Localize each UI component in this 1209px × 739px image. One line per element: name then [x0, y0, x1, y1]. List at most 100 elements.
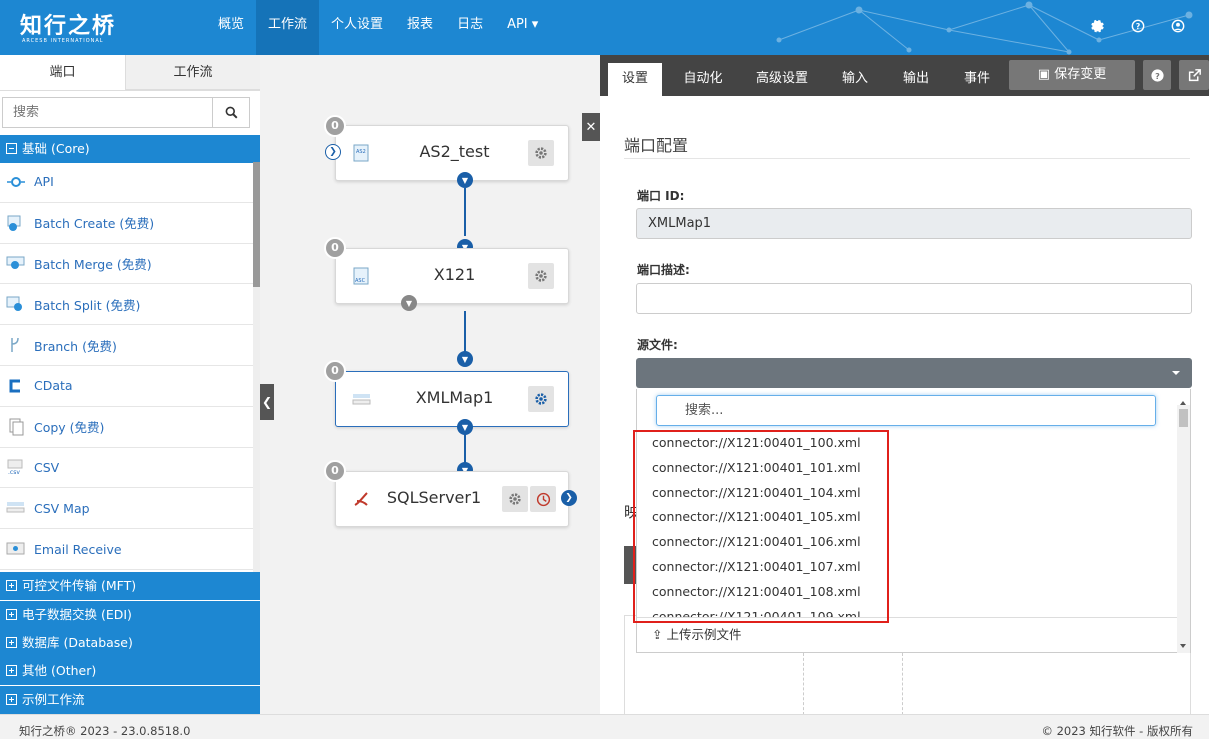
flow-node-xmlmap[interactable]: XMLMap1: [335, 371, 569, 427]
output-port[interactable]: ▼: [457, 172, 473, 188]
palette-tabs: 端口 工作流: [0, 55, 260, 91]
tab-advanced[interactable]: 高级设置: [755, 71, 808, 86]
external-link-icon: [1188, 68, 1201, 81]
dropdown-option[interactable]: connector://X121:00401_104.xml: [652, 484, 861, 500]
section-other[interactable]: 其他 (Other): [0, 657, 260, 685]
input-port[interactable]: ❯: [325, 144, 341, 160]
dropdown-option[interactable]: connector://X121:00401_109.xml: [652, 608, 861, 617]
expand-plus-icon: [6, 609, 17, 620]
node-name: SQLServer1: [386, 488, 482, 507]
section-sample-workflows[interactable]: 示例工作流: [0, 686, 260, 714]
scroll-down-arrow-icon[interactable]: [1180, 644, 1186, 651]
node-settings-button[interactable]: [528, 140, 554, 166]
nav-workflow[interactable]: 工作流: [256, 0, 320, 55]
dropdown-option[interactable]: connector://X121:00401_107.xml: [652, 558, 861, 574]
user-account-icon[interactable]: [1169, 17, 1187, 35]
settings-panel: 设置 自动化 高级设置 输入 输出 事件 ▣ 保存变更 ? 端口配置 端口 ID…: [600, 55, 1209, 715]
dropdown-option[interactable]: connector://X121:00401_108.xml: [652, 583, 861, 599]
svg-text:AS2: AS2: [356, 149, 366, 155]
divider: [624, 158, 1190, 159]
dropdown-scrollbar[interactable]: [1177, 401, 1190, 653]
help-button[interactable]: ?: [1143, 60, 1171, 90]
settings-gear-icon[interactable]: [1089, 17, 1107, 35]
tab-workflows[interactable]: 工作流: [126, 55, 260, 90]
xml-map-icon: [352, 394, 371, 405]
chevron-left-icon: ❮: [261, 395, 273, 409]
svg-text:?: ?: [1136, 22, 1141, 31]
close-panel-button[interactable]: ✕: [582, 113, 600, 141]
tab-automation[interactable]: 自动化: [683, 71, 723, 86]
node-name: XMLMap1: [415, 388, 494, 407]
help-icon[interactable]: ?: [1129, 17, 1147, 35]
palette-scrollbar[interactable]: [253, 162, 260, 572]
section-mft[interactable]: 可控文件传输 (MFT): [0, 572, 260, 600]
upload-sample-file-button[interactable]: ⇪ 上传示例文件: [637, 617, 1177, 653]
nav-overview[interactable]: 概览: [218, 17, 245, 32]
search-button[interactable]: [212, 98, 249, 127]
save-changes-button[interactable]: ▣ 保存变更: [1009, 60, 1135, 90]
connector-item-copy[interactable]: Copy (免费): [0, 407, 253, 448]
nav-logs[interactable]: 日志: [457, 17, 484, 32]
dropdown-scroll-thumb[interactable]: [1179, 409, 1188, 427]
email-receive-icon: [5, 540, 27, 558]
connector-item-api[interactable]: API: [0, 162, 253, 203]
collapse-palette-button[interactable]: ❮: [260, 384, 274, 420]
source-file-select[interactable]: [636, 358, 1192, 388]
dropdown-option[interactable]: connector://X121:00401_101.xml: [652, 459, 861, 475]
palette-search-input[interactable]: [3, 98, 212, 127]
connector-description-field[interactable]: [636, 283, 1192, 314]
node-settings-button[interactable]: [528, 263, 554, 289]
sqlserver-icon: [354, 492, 368, 506]
dropdown-option[interactable]: connector://X121:00401_105.xml: [652, 509, 861, 525]
node-settings-button[interactable]: [502, 486, 528, 512]
connector-label-cdata: CData: [34, 378, 73, 394]
section-core[interactable]: 基础 (Core): [0, 135, 260, 163]
flow-node-sqlserver[interactable]: SQLServer1: [335, 471, 569, 527]
connector-item-batch-split[interactable]: Batch Split (免费): [0, 284, 253, 326]
svg-text:ASC: ASC: [355, 278, 366, 284]
output-port[interactable]: ▼: [457, 419, 473, 435]
save-disk-icon: ▣: [1037, 67, 1055, 82]
tab-input[interactable]: 输入: [841, 71, 868, 86]
tab-events[interactable]: 事件: [963, 71, 990, 86]
flow-canvas[interactable]: ❮ ✕ AS2 AS2_test 0 ❯ ▼ ▼ ASC X121 0 ▼ ▼ …: [260, 55, 600, 714]
nav-api[interactable]: API ▾: [507, 17, 539, 32]
tab-connectors[interactable]: 端口: [0, 55, 126, 90]
section-sample-label: 示例工作流: [22, 692, 85, 707]
input-port[interactable]: ▼: [457, 351, 473, 367]
node-name: X121: [433, 265, 476, 284]
scroll-up-arrow-icon[interactable]: [1180, 398, 1186, 405]
section-database[interactable]: 数据库 (Database): [0, 629, 260, 657]
nav-reports[interactable]: 报表: [407, 17, 434, 32]
connector-id-field: XMLMap1: [636, 208, 1192, 239]
output-port[interactable]: ❯: [561, 490, 577, 506]
connector-item-cdata[interactable]: CData: [0, 366, 253, 407]
tab-settings[interactable]: 设置: [608, 63, 662, 96]
panel-title: 端口配置: [624, 136, 689, 155]
connector-item-email-receive[interactable]: Email Receive: [0, 529, 253, 570]
connector-item-branch[interactable]: Branch (免费): [0, 325, 253, 366]
node-count-badge: 0: [324, 460, 346, 482]
main-nav: 概览 工作流 个人设置 报表 日志 API ▾: [206, 0, 550, 55]
highlight-annotation-box: [633, 430, 889, 623]
palette-scroll-thumb[interactable]: [253, 162, 260, 287]
flow-node-x121[interactable]: ASC X121: [335, 248, 569, 304]
node-schedule-button[interactable]: [530, 486, 556, 512]
flow-node-as2[interactable]: AS2 AS2_test: [335, 125, 569, 181]
nav-personal-settings[interactable]: 个人设置: [331, 17, 384, 32]
secondary-output-port[interactable]: ▼: [401, 295, 417, 311]
brand-logo[interactable]: 知行之桥 ARCESB INTERNATIONAL: [20, 8, 116, 44]
connector-item-batch-merge[interactable]: Batch Merge (免费): [0, 244, 253, 285]
open-external-button[interactable]: [1179, 60, 1209, 90]
section-edi[interactable]: 电子数据交换 (EDI): [0, 601, 260, 629]
expand-plus-icon: [6, 694, 17, 705]
tab-output[interactable]: 输出: [902, 71, 929, 86]
node-settings-button[interactable]: [528, 386, 554, 412]
connector-item-batch-create[interactable]: Batch Create (免费): [0, 203, 253, 244]
connector-item-csv-map[interactable]: CSV Map: [0, 488, 253, 530]
dropdown-search-input[interactable]: 搜索...: [656, 395, 1156, 426]
dropdown-option[interactable]: connector://X121:00401_100.xml: [652, 435, 861, 450]
dropdown-option[interactable]: connector://X121:00401_106.xml: [652, 534, 861, 550]
svg-text:?: ?: [1155, 70, 1160, 80]
connector-item-csv[interactable]: .csv CSV: [0, 448, 253, 489]
